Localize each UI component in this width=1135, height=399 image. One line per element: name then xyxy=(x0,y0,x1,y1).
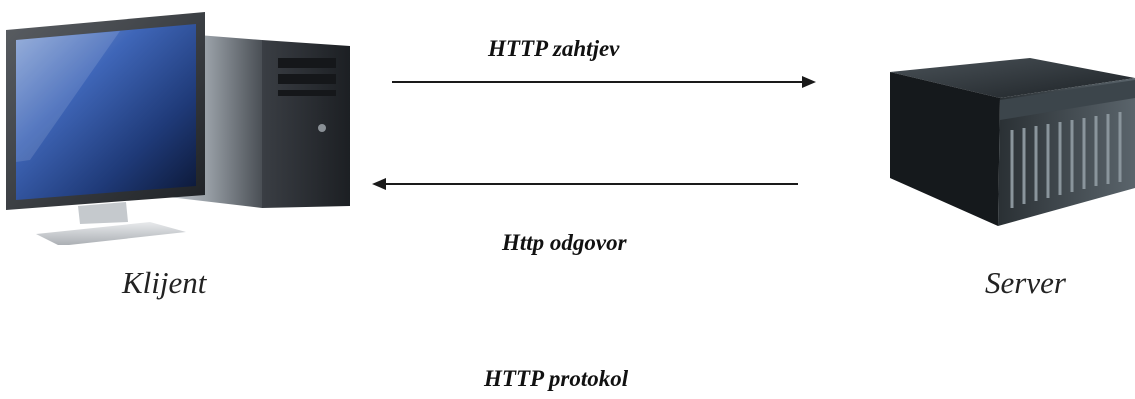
server-label: Server xyxy=(985,265,1066,300)
response-arrow xyxy=(372,178,798,190)
desktop-computer-icon xyxy=(6,12,350,245)
client-label: Klijent xyxy=(122,265,207,300)
response-label: Http odgovor xyxy=(502,230,627,255)
diagram-caption: HTTP protokol xyxy=(484,366,629,391)
rack-server-icon xyxy=(890,58,1135,226)
request-arrow xyxy=(392,76,816,88)
request-label: HTTP zahtjev xyxy=(488,36,620,61)
